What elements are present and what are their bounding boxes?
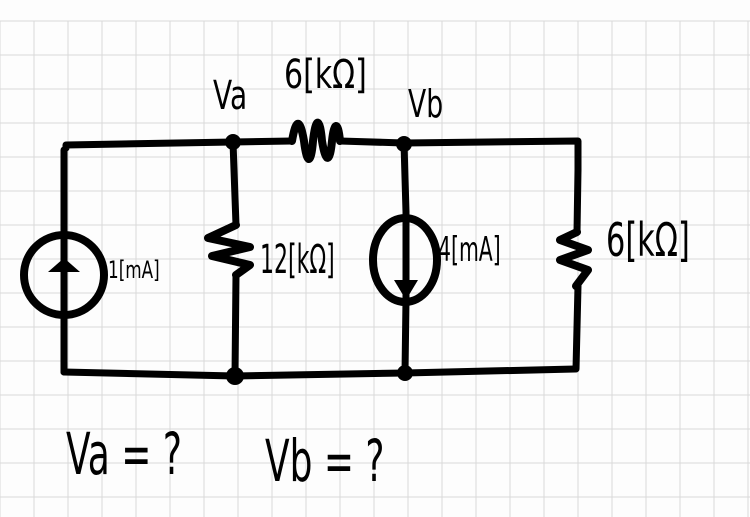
wire-right-top — [573, 166, 582, 236]
label-resistor-12k: 12[kΩ] — [260, 237, 335, 283]
question-vb: Vb = ? — [265, 427, 385, 495]
label-current-source-1ma: 1[mA] — [108, 256, 160, 284]
question-va: Va = ? — [66, 420, 182, 488]
wire-top-left — [62, 138, 237, 152]
wire-vb-bottom — [401, 296, 410, 377]
junctions — [225, 134, 413, 385]
label-resistor-6k-series: 6[kΩ] — [284, 52, 367, 98]
wire-top-mid-left — [229, 137, 296, 146]
wire-bottom — [60, 365, 579, 380]
grid-paper — [0, 20, 750, 517]
junction-bottom-left — [226, 367, 244, 385]
arrow-up-icon — [48, 258, 80, 272]
wire-top-mid-right — [336, 137, 408, 147]
current-source-4ma — [369, 208, 441, 306]
current-source-1ma — [20, 231, 108, 319]
wire-vb-down — [400, 139, 410, 216]
junction-bottom-right — [397, 365, 413, 381]
wire-va-bottom — [231, 271, 240, 380]
resistor-6k-shunt — [556, 228, 592, 290]
junction-va — [225, 134, 241, 150]
resistor-6k-series — [288, 118, 344, 163]
wires — [60, 137, 582, 380]
node-label-vb: Vb — [408, 82, 444, 126]
wire-top-right — [400, 137, 582, 174]
resistor-12k — [204, 221, 254, 279]
label-current-source-4ma: 4[mA] — [438, 230, 501, 270]
wire-right-bottom — [572, 282, 582, 373]
node-label-va: Va — [213, 73, 248, 119]
junction-vb — [396, 136, 412, 152]
arrow-down-icon — [394, 280, 418, 300]
label-resistor-6k-shunt: 6[kΩ] — [606, 213, 690, 267]
wire-va-down — [229, 138, 240, 229]
